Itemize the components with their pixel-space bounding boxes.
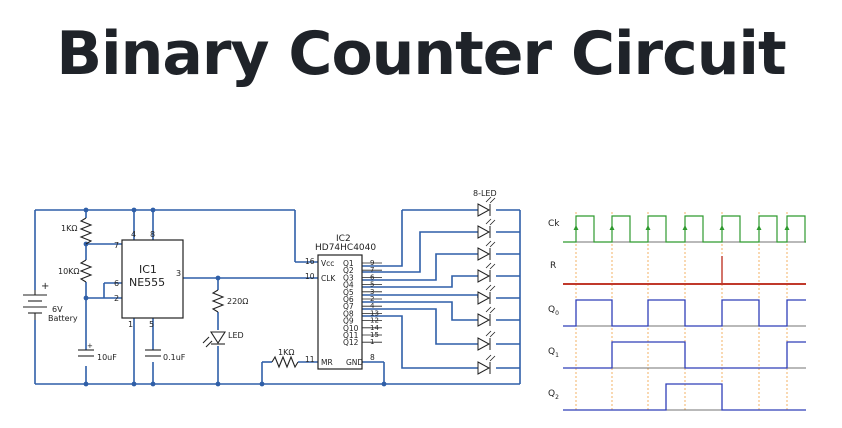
ic2-output-q4: Q4: [343, 281, 354, 290]
ic2-output-q10: Q10: [343, 324, 359, 333]
battery-symbol: [23, 290, 47, 320]
led-label: LED: [228, 331, 244, 340]
clk-label: Ck: [548, 219, 560, 229]
ic2-output-q12: Q12: [343, 338, 359, 347]
c1-value: 10uF: [97, 353, 117, 362]
r3-value: 220Ω: [227, 297, 248, 306]
ic2-vcc-pin: 16: [305, 257, 315, 266]
ic2-mr-label: MR: [321, 358, 333, 367]
battery-label: Battery: [48, 314, 78, 323]
ic2-output-q7: Q7: [343, 302, 354, 311]
ic1-pin8: 8: [150, 230, 155, 239]
q2-label: Q2: [548, 389, 559, 401]
ic2-output-q5: Q5: [343, 288, 354, 297]
svg-text:+: +: [87, 342, 93, 350]
output-led-6: [477, 306, 496, 327]
ic2-clk-pin: 10: [305, 272, 315, 281]
r1-value: 1KΩ: [61, 224, 77, 233]
ic2-output-q3: Q3: [343, 273, 354, 282]
ic2-output-q9: Q9: [343, 317, 354, 326]
clock-edge-arrows: [573, 225, 790, 230]
r2-value: 10KΩ: [58, 267, 80, 276]
ic1-chip: [121, 239, 184, 319]
ic2-gnd-pin: 8: [370, 353, 375, 362]
output-led-8: [477, 354, 496, 375]
ic1-pin5: 5: [149, 320, 154, 329]
ic2-output-q2: Q2: [343, 266, 354, 275]
resistor-r1: [79, 217, 93, 245]
ic1-pin2: 2: [114, 294, 119, 303]
output-led-4: [477, 262, 496, 283]
q2-waveform: [563, 383, 806, 411]
reset-label: R: [550, 261, 556, 271]
leds-label: 8-LED: [473, 189, 497, 198]
q0-label: Q0: [548, 305, 559, 317]
r4-value: 1KΩ: [278, 348, 294, 357]
ic2-part: HD74HC4040: [315, 243, 376, 253]
clock-rising-edge: [784, 225, 790, 230]
ic1-part: NE555: [129, 276, 165, 289]
led-array: [477, 196, 496, 375]
capacitor-c1: +: [78, 342, 94, 357]
ic1-name: IC1: [139, 263, 157, 276]
resistor-r2: [79, 259, 93, 283]
ic2-output-q11: Q11: [343, 331, 359, 340]
clock-rising-edge: [645, 225, 651, 230]
c2-value: 0.1uF: [163, 353, 186, 362]
ic2-clk-label: CLK: [321, 274, 336, 283]
q0-waveform: [563, 299, 806, 327]
q1-waveform: [563, 341, 806, 369]
output-led-2: [477, 218, 496, 239]
output-led-5: [477, 284, 496, 305]
page-title: Binary Counter Circuit: [56, 19, 786, 89]
indicator-led: [202, 331, 227, 348]
clock-rising-edge: [609, 225, 615, 230]
clock-rising-edge: [682, 225, 688, 230]
ic2-output-q8: Q8: [343, 309, 354, 318]
timing-diagram: [563, 212, 806, 412]
output-led-1: [477, 196, 496, 217]
ic2-gnd-label: GND: [346, 358, 363, 367]
battery-plus: +: [41, 281, 49, 292]
capacitor-c2: [145, 349, 161, 357]
ic2-output-q1: Q1: [343, 259, 354, 268]
ic2-mr-pin: 11: [305, 355, 315, 364]
ic2-chip: [317, 254, 363, 370]
wires: [34, 207, 521, 387]
ic1-pin6: 6: [114, 279, 119, 288]
resistor-r3: [211, 289, 225, 313]
resistor-r4: [271, 355, 299, 369]
ic1-pin3: 3: [176, 269, 181, 278]
output-led-3: [477, 240, 496, 261]
ic1-pin1: 1: [128, 320, 133, 329]
ic2-name: IC2: [336, 234, 351, 244]
ic2-output-q6: Q6: [343, 295, 354, 304]
output-led-7: [477, 330, 496, 351]
ic1-pin7: 7: [114, 241, 119, 250]
q1-label: Q1: [548, 347, 559, 359]
clock-rising-edge: [719, 225, 725, 230]
battery-voltage: 6V: [52, 305, 63, 314]
clock-waveform: [563, 215, 806, 243]
clock-rising-edge: [573, 225, 579, 230]
clock-rising-edge: [756, 225, 762, 230]
ic2-vcc-label: Vcc: [321, 259, 334, 268]
ic1-pin4: 4: [131, 230, 136, 239]
